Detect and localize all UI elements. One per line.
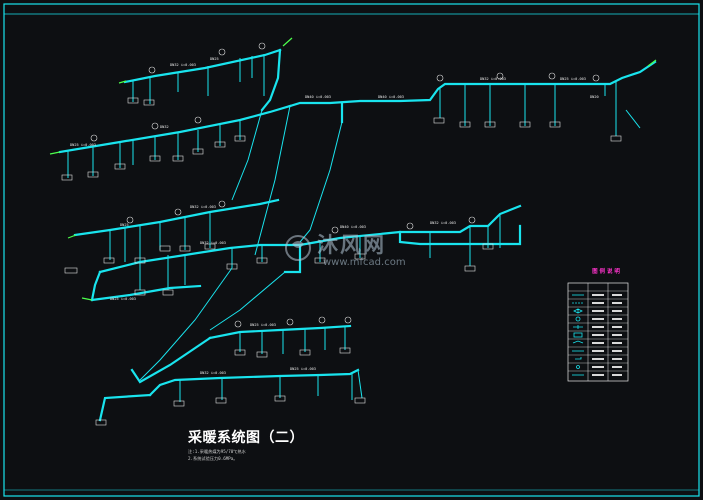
branch-drops-top-right [439,80,641,136]
branch-mid-low [90,284,202,302]
riser-top [260,48,282,112]
riser-markers-mid [126,200,476,234]
green-mark-4 [647,59,657,67]
watermark-url-text: www.mfcad.com [323,257,406,268]
main-pipe-bottom-upper [208,324,352,340]
svg-text:DN40 i=0.003: DN40 i=0.003 [340,225,366,229]
riser-markers-bottom [234,316,352,328]
riser-markers-top [90,42,600,142]
legend-title: 图 例 说 明 [592,269,620,275]
connector-top-mid-3 [254,105,291,256]
fixture-boxes-bottom [95,347,366,426]
main-pipe-top-lower [58,104,292,154]
svg-text:DN25 i=0.003: DN25 i=0.003 [70,143,96,147]
green-mark-6 [81,297,93,301]
svg-text:DN32 i=0.003: DN32 i=0.003 [170,63,196,67]
pipe-labels-mid: DN32 i=0.003 DN25 DN40 i=0.003 DN32 i=0.… [110,205,456,301]
svg-text:DN32 i=0.003: DN32 i=0.003 [190,205,216,209]
main-pipe-bottom-lower [148,368,360,397]
connector-top-mid [299,121,343,243]
drawing-note-1: 注:1.采暖热媒为95/70℃热水 [188,449,246,454]
svg-text:DN25 i=0.003: DN25 i=0.003 [560,77,586,81]
riser-mid-left [90,270,102,302]
main-pipe-mid-upper [73,198,280,237]
svg-text:DN20: DN20 [590,95,599,99]
svg-text:DN25: DN25 [210,57,219,61]
connector-top-mid-2 [231,109,263,201]
main-pipe-top-upper [123,48,282,84]
diag-bottom [130,336,212,384]
main-pipe-mid-lower [98,204,522,274]
branch-drops-mid [109,212,501,290]
drawing-frame-outer [3,3,700,497]
green-mark-3 [282,37,293,47]
fixture-boxes-mid [64,243,494,296]
legend-table [567,282,629,382]
main-pipe-top-right [288,60,657,108]
drawing-note-2: 2.系统试验压力0.6MPa。 [188,456,238,461]
riser-bottom [98,393,152,422]
connector-mid-bottom [139,267,233,381]
svg-text:DN32 i=0.003: DN32 i=0.003 [200,241,226,245]
branch-drops-top-upper [132,54,265,104]
svg-text:DN25 i=0.003: DN25 i=0.003 [110,297,136,301]
connector-mid-bottom-2 [209,271,286,331]
svg-text:DN25 i=0.003: DN25 i=0.003 [250,323,276,327]
svg-text:DN25: DN25 [120,223,129,227]
svg-text:DN40 i=0.003: DN40 i=0.003 [305,95,331,99]
svg-text:DN40 i=0.003: DN40 i=0.003 [378,95,404,99]
system-middle: DN32 i=0.003 DN25 DN40 i=0.003 DN32 i=0.… [64,198,522,302]
svg-text:DN32 i=0.003: DN32 i=0.003 [480,77,506,81]
drawing-title: 采暖系统图（二） [188,430,304,446]
pipe-labels-bottom: DN25 i=0.003 DN32 i=0.003 DN25 i=0.003 [200,323,316,375]
branch-drops-bottom [179,327,363,402]
riser-mid [283,243,302,274]
system-bottom: DN25 i=0.003 DN32 i=0.003 DN25 i=0.003 [95,316,366,426]
svg-text:DN32 i=0.003: DN32 i=0.003 [430,221,456,225]
svg-text:DN25 i=0.003: DN25 i=0.003 [290,367,316,371]
green-mark-5 [67,234,77,239]
fixture-boxes-top [61,97,622,181]
green-mark-2 [49,151,61,155]
green-mark-1 [118,80,127,84]
pipe-labels-top: DN32 i=0.003 DN25 DN40 i=0.003 DN40 i=0.… [70,57,599,147]
watermark: 沐风网 www.mfcad.com [283,227,423,271]
system-top: DN32 i=0.003 DN25 DN40 i=0.003 DN40 i=0.… [49,37,657,181]
watermark-cn-text: 沐风网 [317,233,386,257]
svg-text:DN32: DN32 [160,125,169,129]
loop-mid-right [398,224,522,246]
svg-text:DN32 i=0.003: DN32 i=0.003 [200,371,226,375]
watermark-logo-icon [285,235,311,261]
